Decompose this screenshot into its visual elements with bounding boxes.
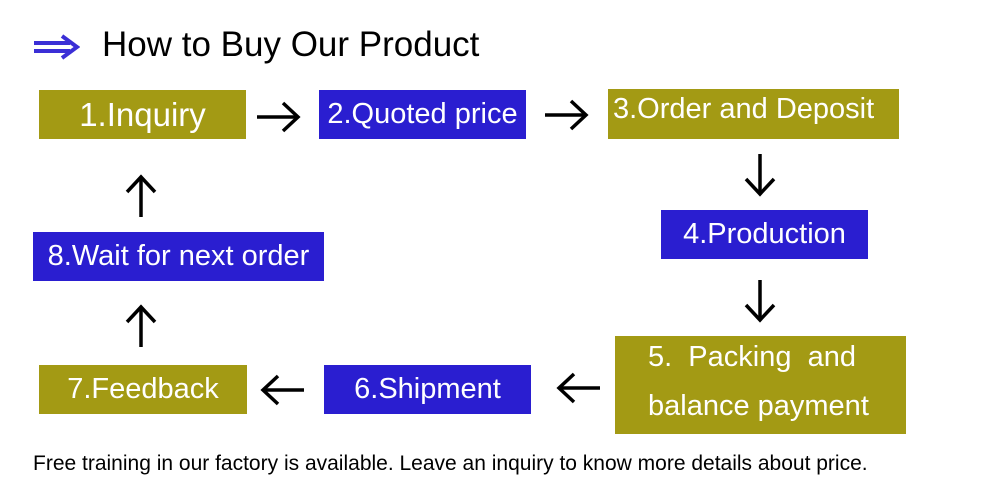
- footnote-text: Free training in our factory is availabl…: [33, 452, 868, 475]
- step-quoted-price: 2.Quoted price: [319, 90, 526, 139]
- step-order-and-deposit-label: 3.Order and Deposit: [613, 93, 875, 125]
- arrow-down-icon: [744, 154, 776, 197]
- step-feedback-label: 7.Feedback: [67, 373, 219, 405]
- arrow-down-icon: [744, 280, 776, 323]
- step-shipment: 6.Shipment: [324, 365, 531, 414]
- step-packing-label-line2: balance payment: [648, 390, 869, 423]
- step-feedback: 7.Feedback: [39, 365, 247, 414]
- step-packing-label-line1: 5. Packing and: [648, 341, 856, 373]
- arrow-left-icon: [260, 374, 304, 406]
- step-quoted-price-label: 2.Quoted price: [327, 98, 518, 130]
- title-arrow-icon: [34, 34, 80, 60]
- arrow-up-icon: [125, 174, 157, 217]
- arrow-right-icon: [545, 99, 589, 131]
- arrow-left-icon: [556, 372, 600, 404]
- step-order-and-deposit: 3.Order and Deposit: [608, 89, 899, 139]
- step-production-label: 4.Production: [683, 218, 846, 250]
- step-inquiry: 1.Inquiry: [39, 90, 246, 139]
- step-production: 4.Production: [661, 210, 868, 259]
- step-shipment-label: 6.Shipment: [354, 373, 501, 405]
- step-wait-for-next-order-label: 8.Wait for next order: [47, 240, 310, 272]
- step-wait-for-next-order: 8.Wait for next order: [33, 232, 324, 281]
- step-inquiry-label: 1.Inquiry: [79, 95, 206, 133]
- arrow-right-icon: [257, 101, 301, 133]
- step-packing-and-balance-payment: 5. Packing and balance payment: [615, 336, 906, 434]
- page-title: How to Buy Our Product: [102, 25, 480, 64]
- arrow-up-icon: [125, 304, 157, 347]
